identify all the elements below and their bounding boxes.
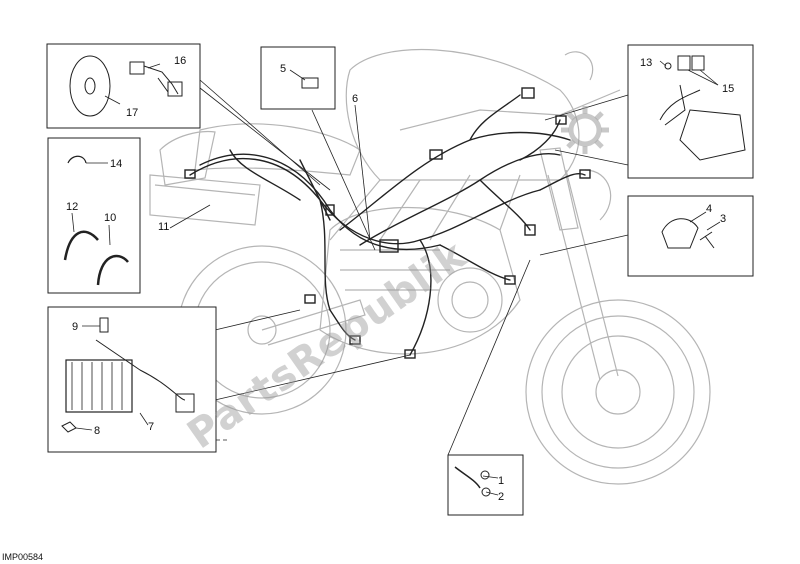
detail-box-13-15 (627, 44, 754, 179)
detail-box-10-12-14 (47, 137, 141, 294)
callout-10: 10 (104, 212, 116, 224)
detail-box-5 (260, 46, 336, 110)
callout-8: 8 (94, 425, 100, 437)
figure-code: IMP00584 (2, 552, 44, 562)
callout-9: 9 (72, 321, 78, 333)
bracket-icon (679, 109, 746, 161)
callout-13: 13 (640, 57, 652, 69)
callout-17: 17 (126, 107, 138, 119)
callout-11: 11 (158, 221, 169, 233)
callout-16: 16 (174, 55, 186, 67)
callout-14: 14 (110, 158, 122, 170)
callout-7: 7 (148, 421, 154, 433)
detail-box-16-17 (46, 43, 201, 129)
gear-icon (561, 106, 609, 154)
callout-1: 1 (498, 475, 504, 487)
main-wiring-harness (184, 87, 591, 359)
fuse-icon (301, 77, 319, 89)
callout-12: 12 (66, 201, 78, 213)
callout-leaders (71, 60, 721, 496)
detail-box-7-9 (47, 306, 217, 453)
connector-plug-icon (129, 61, 145, 75)
horn-icon (661, 218, 699, 249)
detail-box-1-2 (447, 454, 524, 516)
screw-icon (699, 231, 715, 249)
callout-2: 2 (498, 491, 504, 503)
callout-5: 5 (280, 63, 286, 75)
callout-4: 4 (706, 203, 712, 215)
callout-15: 15 (722, 83, 734, 95)
regulator-icon (65, 359, 133, 413)
watermark-text: PartsRepublik (179, 232, 475, 458)
callout-3: 3 (720, 213, 726, 225)
clip-icon (67, 155, 87, 164)
cable-tie-icon (63, 230, 99, 261)
cd-disc-icon (69, 55, 111, 117)
detail-box-3-4 (627, 195, 754, 277)
callout-6: 6 (352, 93, 358, 105)
callout-labels: 1 2 3 4 5 6 7 8 9 10 11 12 13 14 15 16 1… (66, 55, 734, 503)
